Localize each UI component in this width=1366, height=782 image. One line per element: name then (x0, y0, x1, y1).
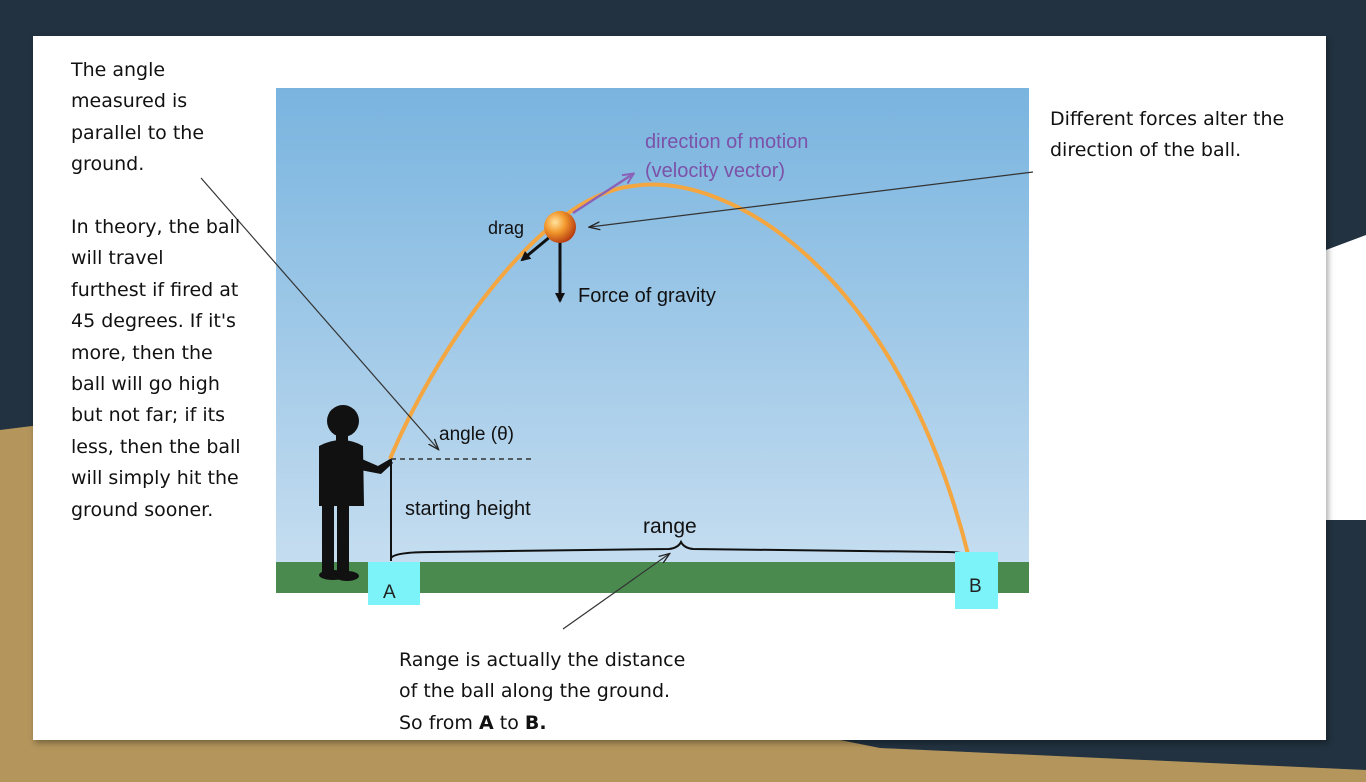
drag-arrow (520, 234, 552, 262)
marker-a-box (368, 562, 420, 605)
forces-note: Different forces alter the direction of … (1050, 108, 1285, 162)
velocity-label-line2: (velocity vector) (645, 160, 785, 182)
marker-b-label: B (969, 576, 982, 597)
forces-note-pointer (590, 171, 1034, 227)
range-label: range (643, 515, 697, 538)
marker-a-label: A (383, 582, 396, 603)
slide: A B direction of motion (velocity vector… (33, 36, 1326, 740)
gravity-label: Force of gravity (578, 285, 716, 307)
velocity-label-line1: direction of motion (645, 131, 808, 153)
marker-b-box (955, 552, 998, 609)
child-silhouette (319, 405, 393, 581)
theory-note: In theory, the ball will travel furthest… (71, 216, 241, 521)
range-note-point-a: A (478, 711, 494, 734)
range-note-line3: So from A to B. (399, 708, 739, 739)
range-note-line1: Range is actually the distance (399, 649, 686, 671)
angle-note: The angle measured is parallel to the gr… (71, 59, 205, 176)
angle-label: angle (θ) (439, 424, 514, 445)
range-note-connector: to (493, 711, 525, 734)
range-note-line2: of the ball along the ground. (399, 680, 671, 703)
starting-height-label: starting height (405, 498, 531, 520)
range-note: Range is actually the distance of the ba… (399, 645, 739, 739)
range-note-prefix: So from (399, 711, 479, 734)
drag-label: drag (488, 218, 524, 238)
velocity-vector-arrow (572, 174, 633, 215)
ball (544, 211, 576, 243)
range-note-pointer (562, 554, 669, 630)
trajectory-path (388, 182, 970, 555)
angle-note-pointer (200, 177, 438, 449)
frame-light-corner (1326, 235, 1366, 520)
projectile-diagram: A B direction of motion (velocity vector… (200, 88, 1034, 630)
range-note-point-b: B. (524, 711, 547, 734)
sky (276, 88, 1029, 564)
